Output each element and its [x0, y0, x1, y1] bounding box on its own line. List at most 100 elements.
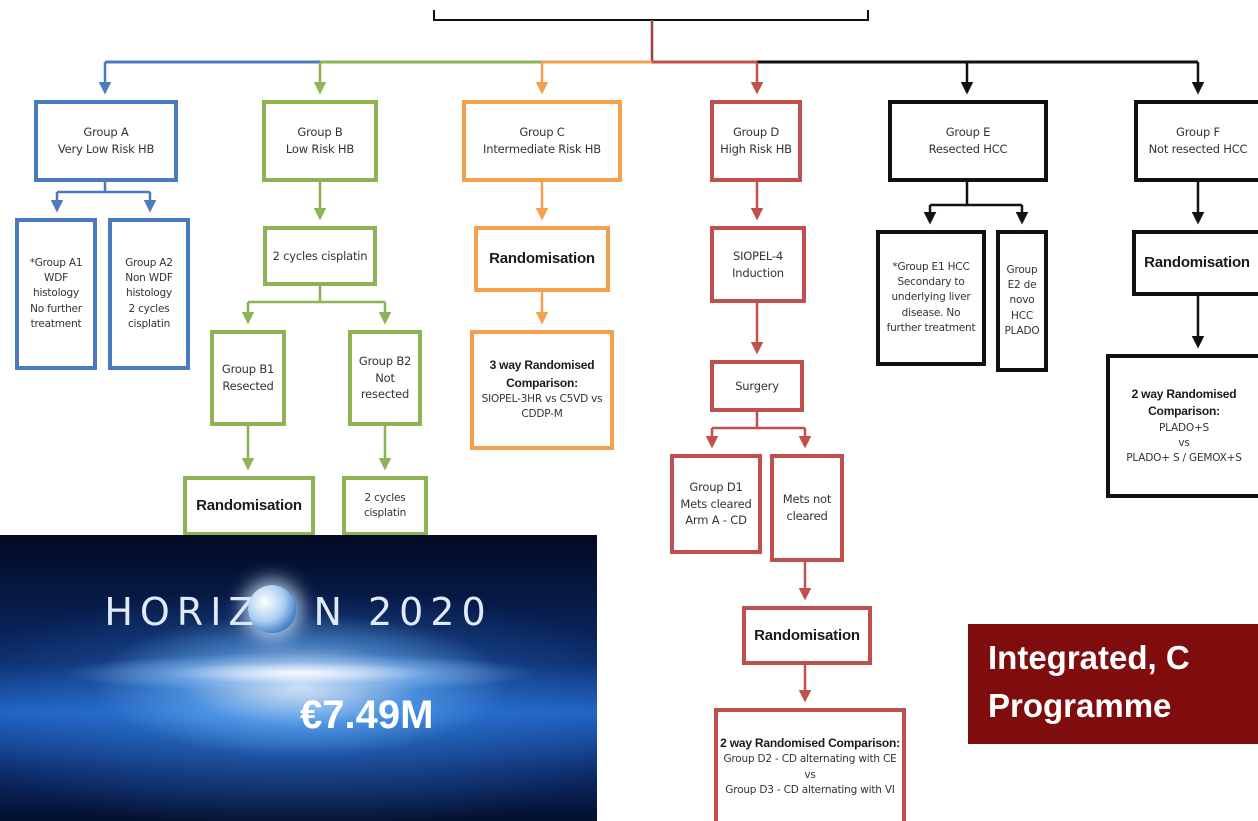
c-randomisation-label: Randomisation: [489, 250, 595, 268]
group-b2-box: Group B2 Not resected: [348, 330, 422, 426]
group-c-title: Group C: [519, 125, 565, 140]
a1-line: No further: [30, 302, 82, 315]
group-d-title: Group D: [732, 125, 780, 140]
a1-line: histology: [32, 287, 79, 300]
d1-line: Mets cleared: [680, 496, 752, 511]
group-a1-box: *Group A1 WDF histology No further treat…: [15, 218, 97, 370]
a2-line: Non WDF: [125, 272, 173, 285]
f-comparison-arm: PLADO+S: [1158, 421, 1210, 434]
c-randomisation-box: Randomisation: [474, 226, 610, 292]
group-b1-box: Group B1 Resected: [210, 330, 286, 426]
group-a-box: Group A Very Low Risk HB: [34, 100, 178, 182]
group-e-subtitle: Resected HCC: [928, 142, 1008, 156]
d1-line: Group D1: [689, 479, 743, 494]
c-comparison-title: Comparison:: [506, 375, 578, 390]
f-comparison-box: 2 way Randomised Comparison: PLADO+S vs …: [1106, 354, 1258, 498]
group-e-title: Group E: [945, 125, 991, 140]
e2-line: E2 de: [1007, 279, 1037, 292]
f-comparison-arm: PLADO+ S / GEMOX+S: [1126, 452, 1242, 464]
f-comparison-title: Comparison:: [1148, 404, 1220, 419]
c-comparison-arm: CDDP-M: [521, 408, 563, 421]
b2-cisplatin-box: 2 cycles cisplatin: [342, 476, 428, 536]
d-induction-box: SIOPEL-4 Induction: [710, 226, 806, 303]
group-d-box: Group D High Risk HB: [710, 100, 802, 182]
e2-line: Group: [1006, 263, 1038, 276]
a2-line: Group A2: [125, 256, 173, 269]
a1-line: WDF: [44, 272, 68, 285]
group-f-title: Group F: [1176, 125, 1220, 140]
e1-line: disease. No: [901, 306, 961, 319]
e2-line: PLADO: [1004, 324, 1040, 337]
d1-line: Arm A - CD: [685, 513, 747, 528]
banner-line-2: Programme: [988, 687, 1172, 724]
a2-line: cisplatin: [127, 317, 171, 330]
funding-amount: €7.49M: [300, 693, 434, 737]
b1-line: Group B1: [221, 362, 275, 377]
group-b-box: Group B Low Risk HB: [262, 100, 378, 182]
b2-line: Not: [375, 370, 395, 385]
b2-cisplatin-line: 2 cycles: [364, 491, 406, 504]
group-b-title: Group B: [297, 125, 343, 140]
e1-line: *Group E1 HCC: [892, 260, 970, 273]
b1-line: Resected: [222, 379, 274, 393]
d-surgery-label: Surgery: [735, 378, 779, 393]
c-comparison-title: 3 way Randomised: [489, 358, 595, 373]
a1-line: *Group A1: [29, 256, 83, 269]
group-f-subtitle: Not resected HCC: [1148, 142, 1248, 156]
d-comparison-arm: Group D2 - CD alternating with CE: [723, 753, 897, 766]
b2-line: Group B2: [358, 353, 412, 368]
d-comparison-arm: Group D3 - CD alternating with VI: [725, 783, 895, 796]
d-comparison-title: 2 way Randomised Comparison:: [720, 735, 900, 750]
b-randomisation-label: Randomisation: [196, 497, 302, 515]
group-f-box: Group F Not resected HCC: [1134, 100, 1258, 182]
group-d1-box: Group D1 Mets cleared Arm A - CD: [670, 454, 762, 554]
f-randomisation-label: Randomisation: [1144, 254, 1250, 272]
b-randomisation-box: Randomisation: [183, 476, 315, 536]
top-bracket: [433, 10, 869, 21]
e1-line: Secondary to: [897, 276, 965, 289]
group-c-subtitle: Intermediate Risk HB: [483, 142, 601, 156]
d-surgery-box: Surgery: [710, 360, 804, 412]
d-induction-line: Induction: [732, 265, 784, 280]
horizon-title-end: N 2020: [313, 590, 493, 634]
horizon-light-flare: [60, 653, 540, 693]
e1-line: further treatment: [886, 321, 976, 334]
group-e-box: Group E Resected HCC: [888, 100, 1048, 182]
b-cisplatin-label: 2 cycles cisplatin: [272, 248, 368, 263]
c-comparison-arm: SIOPEL-3HR vs C5VD vs: [481, 393, 603, 406]
d-mets-not-line: cleared: [786, 509, 828, 523]
d-randomisation-label: Randomisation: [754, 626, 860, 644]
d-comparison-box: 2 way Randomised Comparison: Group D2 - …: [714, 708, 906, 821]
e2-line: HCC: [1011, 309, 1033, 322]
group-b-branches: [241, 182, 392, 471]
horizon-title-start: HORIZ: [104, 590, 262, 634]
group-e-branches: [923, 182, 1029, 225]
group-b-subtitle: Low Risk HB: [285, 142, 355, 156]
a1-line: treatment: [30, 317, 82, 330]
d-mets-not-line: Mets not: [782, 492, 832, 507]
a2-line: histology: [125, 287, 172, 300]
e1-line: underlying liver: [891, 291, 971, 304]
f-comparison-title: 2 way Randomised: [1131, 386, 1237, 401]
f-comparison-arm: vs: [1178, 436, 1190, 449]
e2-line: novo: [1009, 294, 1035, 307]
group-e2-box: Group E2 de novo HCC PLADO: [996, 230, 1048, 372]
horizon-2020-image: HORIZ N 2020 €7.49M: [0, 535, 597, 821]
d-randomisation-box: Randomisation: [742, 606, 872, 665]
horizon-title: HORIZ N 2020: [0, 590, 597, 634]
programme-banner: Integrated, C Programme: [968, 624, 1258, 744]
group-a-title: Group A: [83, 125, 129, 140]
group-a-branches: [50, 182, 157, 213]
group-a2-box: Group A2 Non WDF histology 2 cycles cisp…: [108, 218, 190, 370]
group-d-subtitle: High Risk HB: [720, 142, 792, 156]
d-induction-line: SIOPEL-4: [732, 248, 783, 263]
group-c-box: Group C Intermediate Risk HB: [462, 100, 622, 182]
c-comparison-box: 3 way Randomised Comparison: SIOPEL-3HR …: [470, 330, 614, 450]
b2-line: resected: [360, 387, 410, 402]
banner-line-1: Integrated, C: [988, 639, 1190, 676]
d-comparison-arm: vs: [804, 768, 816, 781]
f-randomisation-box: Randomisation: [1132, 230, 1258, 296]
group-a-subtitle: Very Low Risk HB: [57, 142, 155, 156]
globe-icon: [248, 585, 296, 633]
